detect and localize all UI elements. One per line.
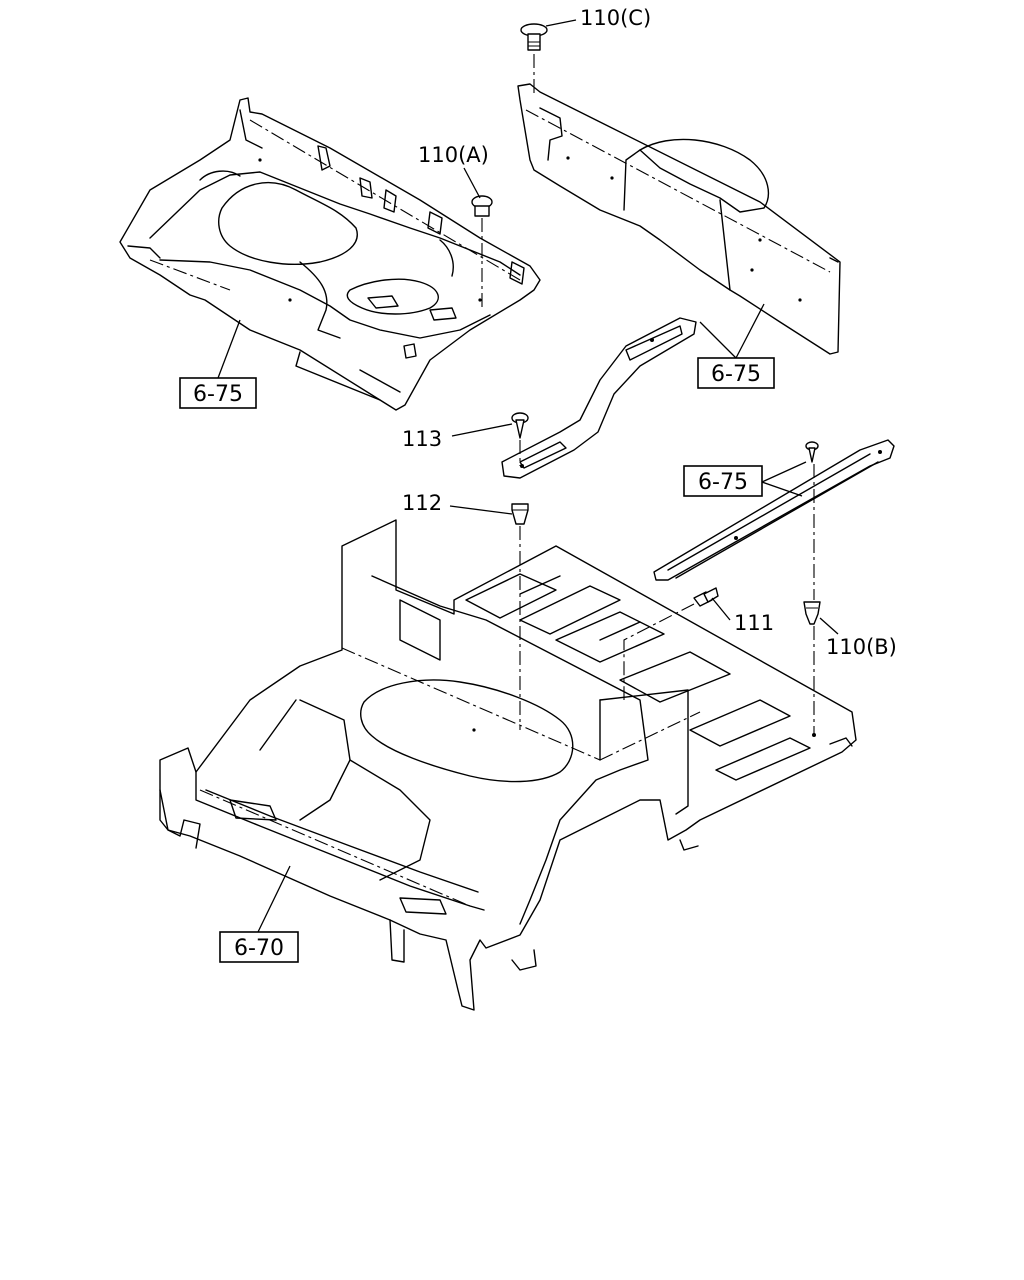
main-floor-panel (159, 519, 857, 1011)
side-wheelhouse-panel (517, 83, 841, 355)
rear-floor-panel (119, 97, 541, 411)
rail-screw (805, 441, 819, 463)
label-111: 111 (734, 611, 774, 635)
ref-box-floor[interactable]: 6-70 (219, 931, 299, 963)
label-110c: 110(C) (580, 6, 651, 30)
screw-113 (511, 412, 529, 439)
ref-box-side-rail[interactable]: 6-75 (683, 465, 763, 497)
label-110b: 110(B) (826, 635, 897, 659)
clip-110c (520, 23, 548, 51)
bolt-111 (693, 587, 719, 607)
ref-label-side-rail: 6-75 (698, 470, 748, 495)
leader-ref-floor (257, 865, 291, 933)
side-rail (653, 439, 895, 581)
label-110a: 110(A) (418, 143, 489, 167)
label-113: 113 (402, 427, 442, 451)
cross-member-bracket (501, 317, 697, 479)
leader-110c (545, 19, 577, 27)
clip-112 (511, 503, 529, 525)
ref-box-rear-panel[interactable]: 6-75 (179, 377, 257, 409)
ref-label-rear-panel: 6-75 (193, 382, 243, 407)
ref-box-side-panel[interactable]: 6-75 (697, 357, 775, 389)
leader-ref-side-rail (761, 461, 807, 497)
axis-111 (623, 603, 695, 700)
leader-110a (463, 167, 481, 199)
ref-label-floor: 6-70 (234, 936, 284, 961)
leader-113 (451, 423, 513, 437)
leader-ref-rear-panel (217, 319, 241, 379)
leader-ref-side-panel (699, 303, 765, 359)
clip-110a (471, 195, 493, 217)
leader-110b (819, 617, 839, 635)
clip-110b (803, 601, 821, 625)
leader-112 (449, 505, 513, 515)
leader-111 (711, 597, 731, 621)
ref-label-side-panel: 6-75 (711, 362, 761, 387)
label-112: 112 (402, 491, 442, 515)
